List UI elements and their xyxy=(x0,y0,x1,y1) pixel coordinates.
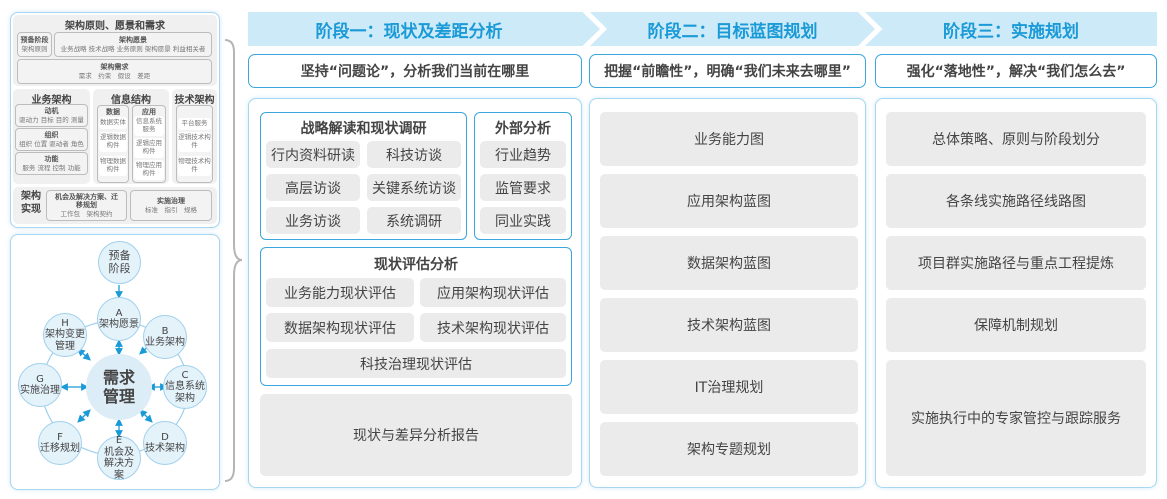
strategy-item: 行内资料研读 xyxy=(266,141,360,168)
implementation-item: 总体策略、原则与阶段划分 xyxy=(886,112,1146,166)
logical-app-component: 逻辑应用构件 xyxy=(134,138,164,158)
requirements-management-node: 需求管理 xyxy=(86,354,152,420)
assessment-item: 技术架构现状评估 xyxy=(420,313,566,342)
implementation-item: 实施执行中的专家管控与跟踪服务 xyxy=(886,360,1146,476)
physical-tech-component: 物理技术构件 xyxy=(178,156,211,176)
gap-analysis-report: 现状与差异分析报告 xyxy=(260,394,572,476)
principles-title: 架构原则、愿景和需求 xyxy=(65,21,165,32)
strategy-item: 关键系统访谈 xyxy=(367,174,461,201)
prep-box: 预备阶段 架构原则 xyxy=(17,32,52,57)
blueprint-item: 技术架构蓝图 xyxy=(600,298,858,352)
blueprint-item: 架构专题规划 xyxy=(600,422,858,476)
tech-title: 技术架构 xyxy=(174,95,215,106)
blueprint-item: 数据架构蓝图 xyxy=(600,236,858,290)
physical-data-component: 物理数据构件 xyxy=(99,156,127,176)
stage-2-slogan: 把握“前瞻性”，明确“我们未来去哪里” xyxy=(589,54,866,88)
data-entity: 数据实体 xyxy=(99,117,127,129)
motivation-box: 动机 驱动力 目标 目的 测量 xyxy=(15,104,88,127)
blueprint-item: 业务能力图 xyxy=(600,112,858,166)
external-item: 监管要求 xyxy=(480,174,566,201)
blueprint-item: IT治理规划 xyxy=(600,360,858,414)
implementation-item: 各条线实施路径线路图 xyxy=(886,174,1146,228)
stage-2-banner: 阶段二：目标蓝图规划 xyxy=(590,12,875,46)
assessment-item: 业务能力现状评估 xyxy=(266,278,414,307)
blueprint-item: 应用架构蓝图 xyxy=(600,174,858,228)
info-title: 信息结构 xyxy=(111,95,151,106)
implementation-item: 保障机制规划 xyxy=(886,298,1146,352)
stage-3-banner: 阶段三：实施规划 xyxy=(865,12,1157,46)
prep-phase-node: 预备阶段 xyxy=(98,241,141,284)
strategy-item: 业务访谈 xyxy=(266,207,360,234)
vision-box: 架构愿景 业务战略 技术战略 业务原则 架构愿景 利益相关者 xyxy=(54,32,212,57)
logical-tech-component: 逻辑技术构件 xyxy=(178,132,211,152)
strategy-item: 高层访谈 xyxy=(266,174,360,201)
requirements-box: 架构需求 需求 约束 假设 差距 xyxy=(17,59,212,84)
brace-icon xyxy=(224,39,243,482)
function-box: 功能 服务 流程 控制 功能 xyxy=(15,152,88,175)
stage-1-banner: 阶段一：现状及差距分析 xyxy=(248,12,600,46)
assessment-item: 应用架构现状评估 xyxy=(420,278,566,307)
external-item: 同业实践 xyxy=(480,207,566,234)
assessment-item: 科技治理现状评估 xyxy=(266,349,566,378)
assessment-item: 数据架构现状评估 xyxy=(266,313,414,342)
business-title: 业务架构 xyxy=(31,95,72,106)
strategy-item: 系统调研 xyxy=(367,207,461,234)
strategy-item: 科技访谈 xyxy=(367,141,461,168)
realization-title: 架构实现 xyxy=(21,191,41,215)
organization-box: 组织 组织 位置 驱动者 角色 xyxy=(15,128,88,151)
logical-data-component: 逻辑数据构件 xyxy=(99,132,127,152)
stage-3-slogan: 强化“落地性”，解决“我们怎么去” xyxy=(875,54,1157,88)
governance-box: 实施治理 标准 指引 规格 xyxy=(130,190,212,221)
implementation-item: 项目群实施路径与重点工程提炼 xyxy=(886,236,1146,290)
physical-app-component: 物理应用构件 xyxy=(134,160,164,180)
is-service: 信息系统服务 xyxy=(134,116,164,136)
external-item: 行业趋势 xyxy=(480,141,566,168)
opportunity-box: 机会及解决方案、迁移规划 工作包 架构契约 xyxy=(46,190,127,221)
platform-service: 平台服务 xyxy=(178,118,211,130)
stage-1-slogan: 坚持“问题论”，分析我们当前在哪里 xyxy=(248,54,582,88)
